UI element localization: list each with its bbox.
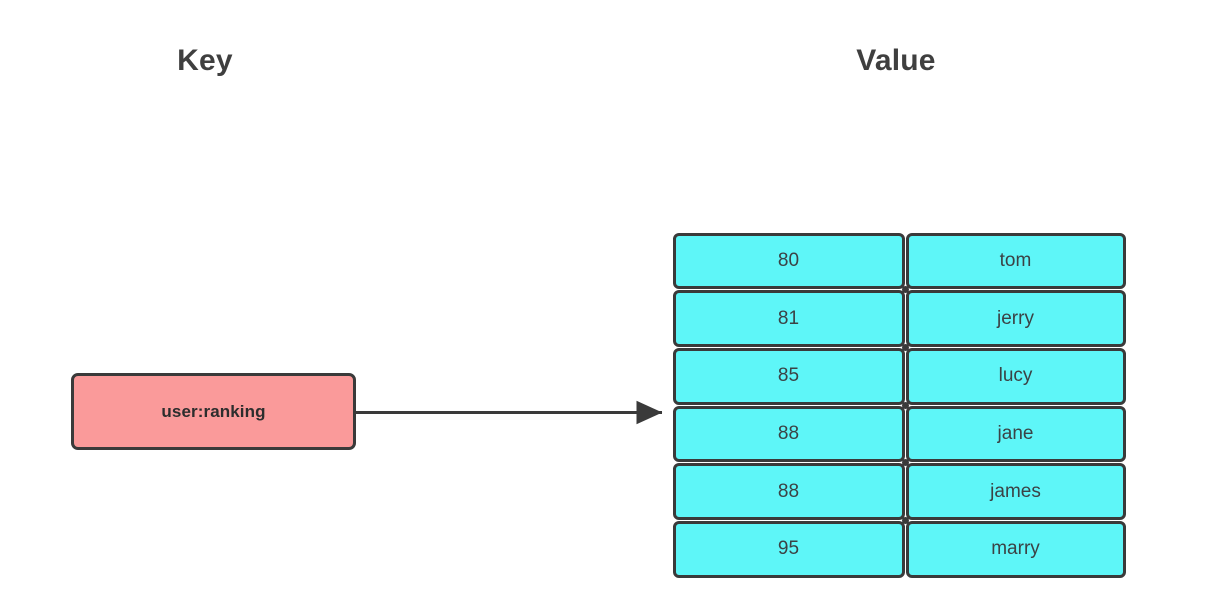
score-cell: 88 — [672, 463, 905, 520]
member-cell: tom — [905, 232, 1126, 290]
member-cell: james — [905, 463, 1126, 520]
key-node[interactable]: user:ranking — [71, 373, 356, 450]
table-row[interactable]: 81 jerry — [672, 290, 1126, 351]
key-node-label: user:ranking — [161, 401, 266, 421]
row-junction-dot — [902, 343, 909, 351]
key-column-heading: Key — [177, 44, 233, 77]
member-cell: lucy — [905, 347, 1126, 405]
member-cell: marry — [905, 520, 1126, 578]
table-row[interactable]: 95 marry — [672, 520, 1126, 578]
member-cell: jane — [905, 405, 1126, 463]
value-column-heading: Value — [856, 44, 936, 77]
table-row[interactable]: 80 tom — [672, 232, 1126, 294]
row-junction-dot — [902, 401, 909, 409]
score-cell: 80 — [672, 232, 905, 290]
member-cell: jerry — [905, 290, 1126, 347]
row-junction-dot — [902, 459, 909, 467]
score-cell: 81 — [672, 290, 905, 347]
table-row[interactable]: 88 jane — [672, 405, 1126, 467]
row-junction-dot — [902, 286, 909, 294]
table-row[interactable]: 88 james — [672, 463, 1126, 524]
table-row[interactable]: 85 lucy — [672, 347, 1126, 409]
value-table: 80 tom 81 jerry 85 lucy 88 jane 88 james… — [672, 232, 1126, 578]
score-cell: 85 — [672, 347, 905, 405]
score-cell: 95 — [672, 520, 905, 578]
row-junction-dot — [902, 516, 909, 524]
arrow-connector-icon — [356, 400, 663, 425]
score-cell: 88 — [672, 405, 905, 463]
